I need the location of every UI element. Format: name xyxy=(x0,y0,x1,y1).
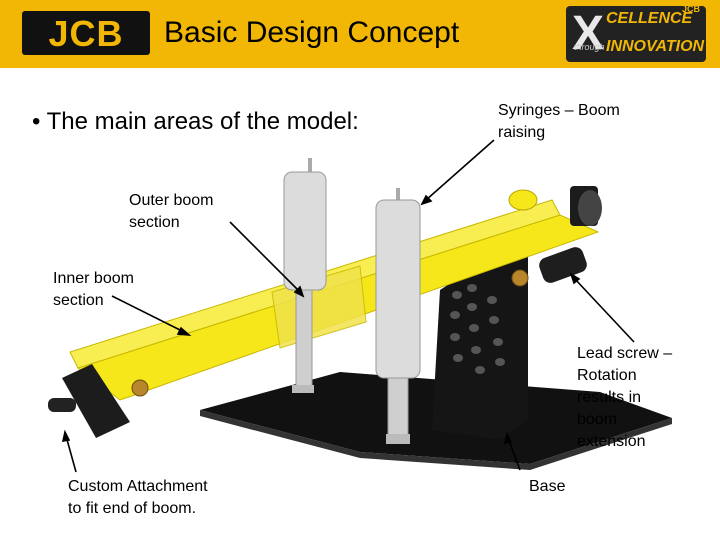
arrow-inner-boom xyxy=(111,295,185,333)
label-line: results in xyxy=(577,389,642,406)
label-outer-boom: Outer boom section xyxy=(129,190,213,234)
label-base: Base xyxy=(529,476,565,498)
arrow-outer-boom xyxy=(229,221,301,293)
logo-x-letter: X xyxy=(572,7,605,60)
header-bar: JCB Basic Design Concept X CELLENCE thro… xyxy=(0,0,720,68)
arrow-base xyxy=(507,437,521,471)
label-line: Custom Attachment xyxy=(68,478,208,495)
label-line: to fit end of boom. xyxy=(68,500,197,517)
slide-title: Basic Design Concept xyxy=(164,16,460,49)
label-lead-screw: Lead screw – Rotation results in boom ex… xyxy=(577,343,672,453)
logo-innovation-text: INNOVATION xyxy=(606,38,705,55)
arrow-custom-attachment xyxy=(65,435,77,473)
label-line: section xyxy=(129,214,180,231)
label-line: Outer boom xyxy=(129,192,214,209)
label-line: section xyxy=(53,292,104,309)
syringe-left xyxy=(283,158,327,393)
bullet-main-areas: • The main areas of the model: xyxy=(32,108,359,135)
label-line: Syringes – Boom xyxy=(498,102,620,119)
label-line: Lead screw – xyxy=(577,345,673,362)
label-line: Inner boom xyxy=(53,270,134,287)
syringe-right xyxy=(375,188,421,444)
jcb-logo: JCB xyxy=(22,11,150,55)
label-line: Base xyxy=(529,478,566,495)
label-line: boom xyxy=(577,411,618,428)
label-line: Rotation xyxy=(577,367,637,384)
logo-cellence-text: CELLENCE xyxy=(606,10,693,27)
arrow-lead-screw xyxy=(573,277,635,343)
lead-screw-motor xyxy=(539,247,587,283)
brass-nut-upright xyxy=(511,269,529,287)
rear-knob xyxy=(578,190,602,226)
xcellence-innovation-logo: X CELLENCE through INNOVATION JCB xyxy=(566,6,706,62)
attachment-knob xyxy=(48,398,76,412)
upright-holes xyxy=(450,284,505,374)
arrow-syringes xyxy=(425,139,495,201)
base-plate-edge xyxy=(200,410,672,470)
jcb-logo-text: JCB xyxy=(48,13,124,54)
yellow-cap xyxy=(508,189,538,211)
brass-nut-left xyxy=(131,379,149,397)
label-inner-boom: Inner boom section xyxy=(53,268,134,312)
label-line: extension xyxy=(577,433,646,450)
logo-through-text: through xyxy=(574,42,605,52)
upright-plate xyxy=(432,238,528,440)
label-syringes: Syringes – Boom raising xyxy=(498,100,620,144)
custom-attachment xyxy=(62,364,130,438)
logo-jcb-small-text: JCB xyxy=(682,6,701,14)
label-custom-attachment: Custom Attachment to fit end of boom. xyxy=(68,476,208,520)
label-line: raising xyxy=(498,124,546,141)
